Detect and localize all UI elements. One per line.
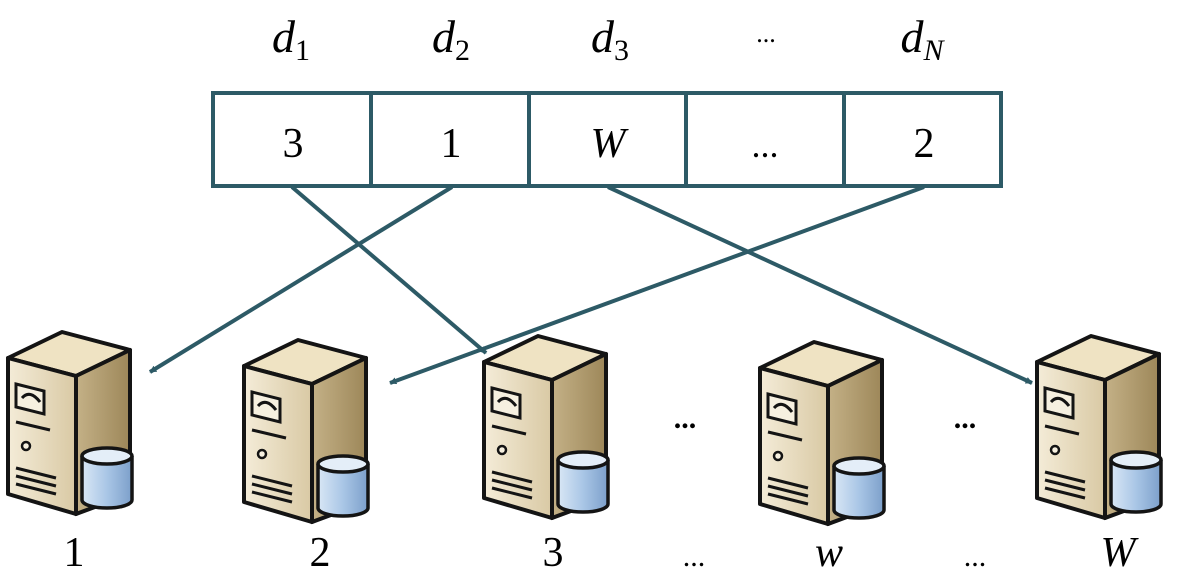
server-W-icon xyxy=(1035,334,1163,520)
arrow-d1-to-server-3 xyxy=(290,185,488,355)
header-d2: d2 xyxy=(432,11,470,67)
cell-value-d2: 1 xyxy=(441,121,462,167)
header-ellipsis: ... xyxy=(756,19,776,48)
header-d1: d1 xyxy=(272,11,310,67)
gap-dots: ... xyxy=(674,402,697,435)
arrow-dN-to-server-2 xyxy=(389,185,925,385)
cell-value-dN: 2 xyxy=(914,121,935,167)
server-w-icon xyxy=(758,340,886,526)
header-d3: d3 xyxy=(591,11,629,67)
header-dN: dN xyxy=(900,11,945,67)
server-label-ellipsis: ... xyxy=(964,540,987,571)
server-label-3: 3 xyxy=(543,530,564,571)
server-label-1: 1 xyxy=(64,530,85,571)
server-1-icon xyxy=(6,330,134,516)
header-row: d1 d2 d3 ... dN xyxy=(272,11,945,67)
server-label-ellipsis: ... xyxy=(683,540,706,571)
server-3-icon xyxy=(482,334,610,520)
array-outline xyxy=(211,91,1003,188)
gap-dots: ... xyxy=(954,402,977,435)
cell-value-d1: 3 xyxy=(283,121,304,167)
server-2-icon xyxy=(242,338,370,524)
server-label-2: 2 xyxy=(310,530,331,571)
assignment-array: 3 1 W ... 2 xyxy=(211,91,1003,188)
cell-value-ellipsis: ... xyxy=(752,125,779,165)
server-labels: 1 2 3 ... w ... W xyxy=(64,530,1140,571)
arrow-d2-to-server-1 xyxy=(148,185,454,374)
cell-value-d3: W xyxy=(591,121,630,167)
mapping-arrows xyxy=(148,185,1033,385)
server-label-w: w xyxy=(815,530,843,571)
server-label-W: W xyxy=(1101,530,1140,571)
arrow-d3-to-server-W xyxy=(607,185,1033,385)
